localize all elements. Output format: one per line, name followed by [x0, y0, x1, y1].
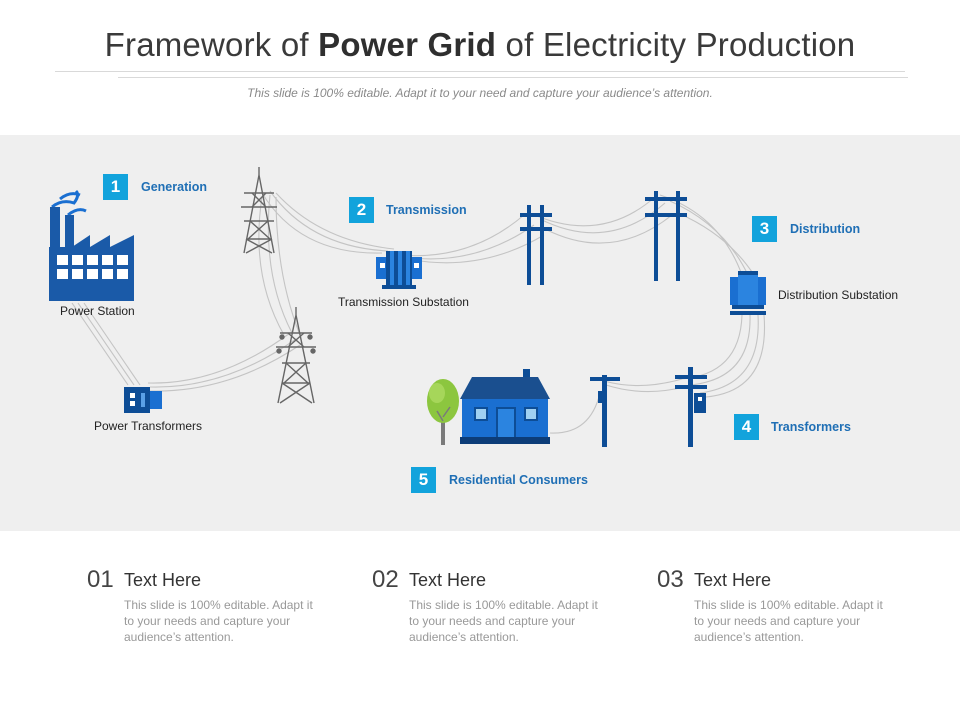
substation-icon	[730, 271, 766, 315]
column-body: This slide is 100% editable. Adapt it to…	[694, 598, 883, 644]
title-rule-top	[55, 71, 905, 72]
substation-icon	[376, 251, 422, 289]
column-body: This slide is 100% editable. Adapt it to…	[124, 598, 313, 644]
column-heading: Text Here	[409, 570, 487, 590]
node-label-power-transformers: Power Transformers	[94, 419, 203, 433]
pylon-icon	[241, 167, 277, 254]
column-heading: Text Here	[124, 570, 202, 590]
column-number: 02	[372, 566, 399, 593]
column-number: 01	[87, 566, 114, 593]
step-label-distribution: Distribution	[790, 222, 861, 236]
pole-icon	[645, 191, 687, 281]
column-heading: Text Here	[694, 570, 772, 590]
column-body: This slide is 100% editable. Adapt it to…	[409, 598, 598, 644]
step-badge-2: 2	[349, 197, 374, 223]
pole-icon	[520, 205, 552, 285]
step-badge-4: 4	[734, 414, 759, 440]
pole-icon	[675, 367, 707, 447]
wires	[71, 190, 766, 434]
slide-subtitle: This slide is 100% editable. Adapt it to…	[247, 86, 713, 100]
step-label-residential-consumers: Residential Consumers	[449, 473, 588, 487]
pole-icon	[590, 375, 620, 447]
step-badge-3: 3	[752, 216, 777, 242]
slide-title: Framework of Power Grid of Electricity P…	[104, 26, 856, 63]
diagram-band	[0, 135, 960, 531]
power-grid-diagram	[49, 167, 766, 447]
step-label-transmission: Transmission	[386, 203, 467, 217]
step-badge-5: 5	[411, 467, 436, 493]
house-icon	[460, 369, 550, 444]
node-label-distribution-substation: Distribution Substation	[778, 288, 899, 302]
node-label-power-station: Power Station	[60, 304, 135, 318]
column-number: 03	[657, 566, 684, 593]
step-label-generation: Generation	[141, 180, 207, 194]
step-label-transformers: Transformers	[771, 420, 851, 434]
transformer-icon	[124, 387, 162, 413]
factory-icon	[49, 189, 134, 301]
node-label-transmission-substation: Transmission Substation	[338, 295, 469, 309]
title-rule-bottom	[118, 77, 908, 78]
step-badge-1: 1	[103, 174, 128, 200]
tree-icon	[427, 379, 459, 445]
pylon-icon	[276, 307, 316, 404]
